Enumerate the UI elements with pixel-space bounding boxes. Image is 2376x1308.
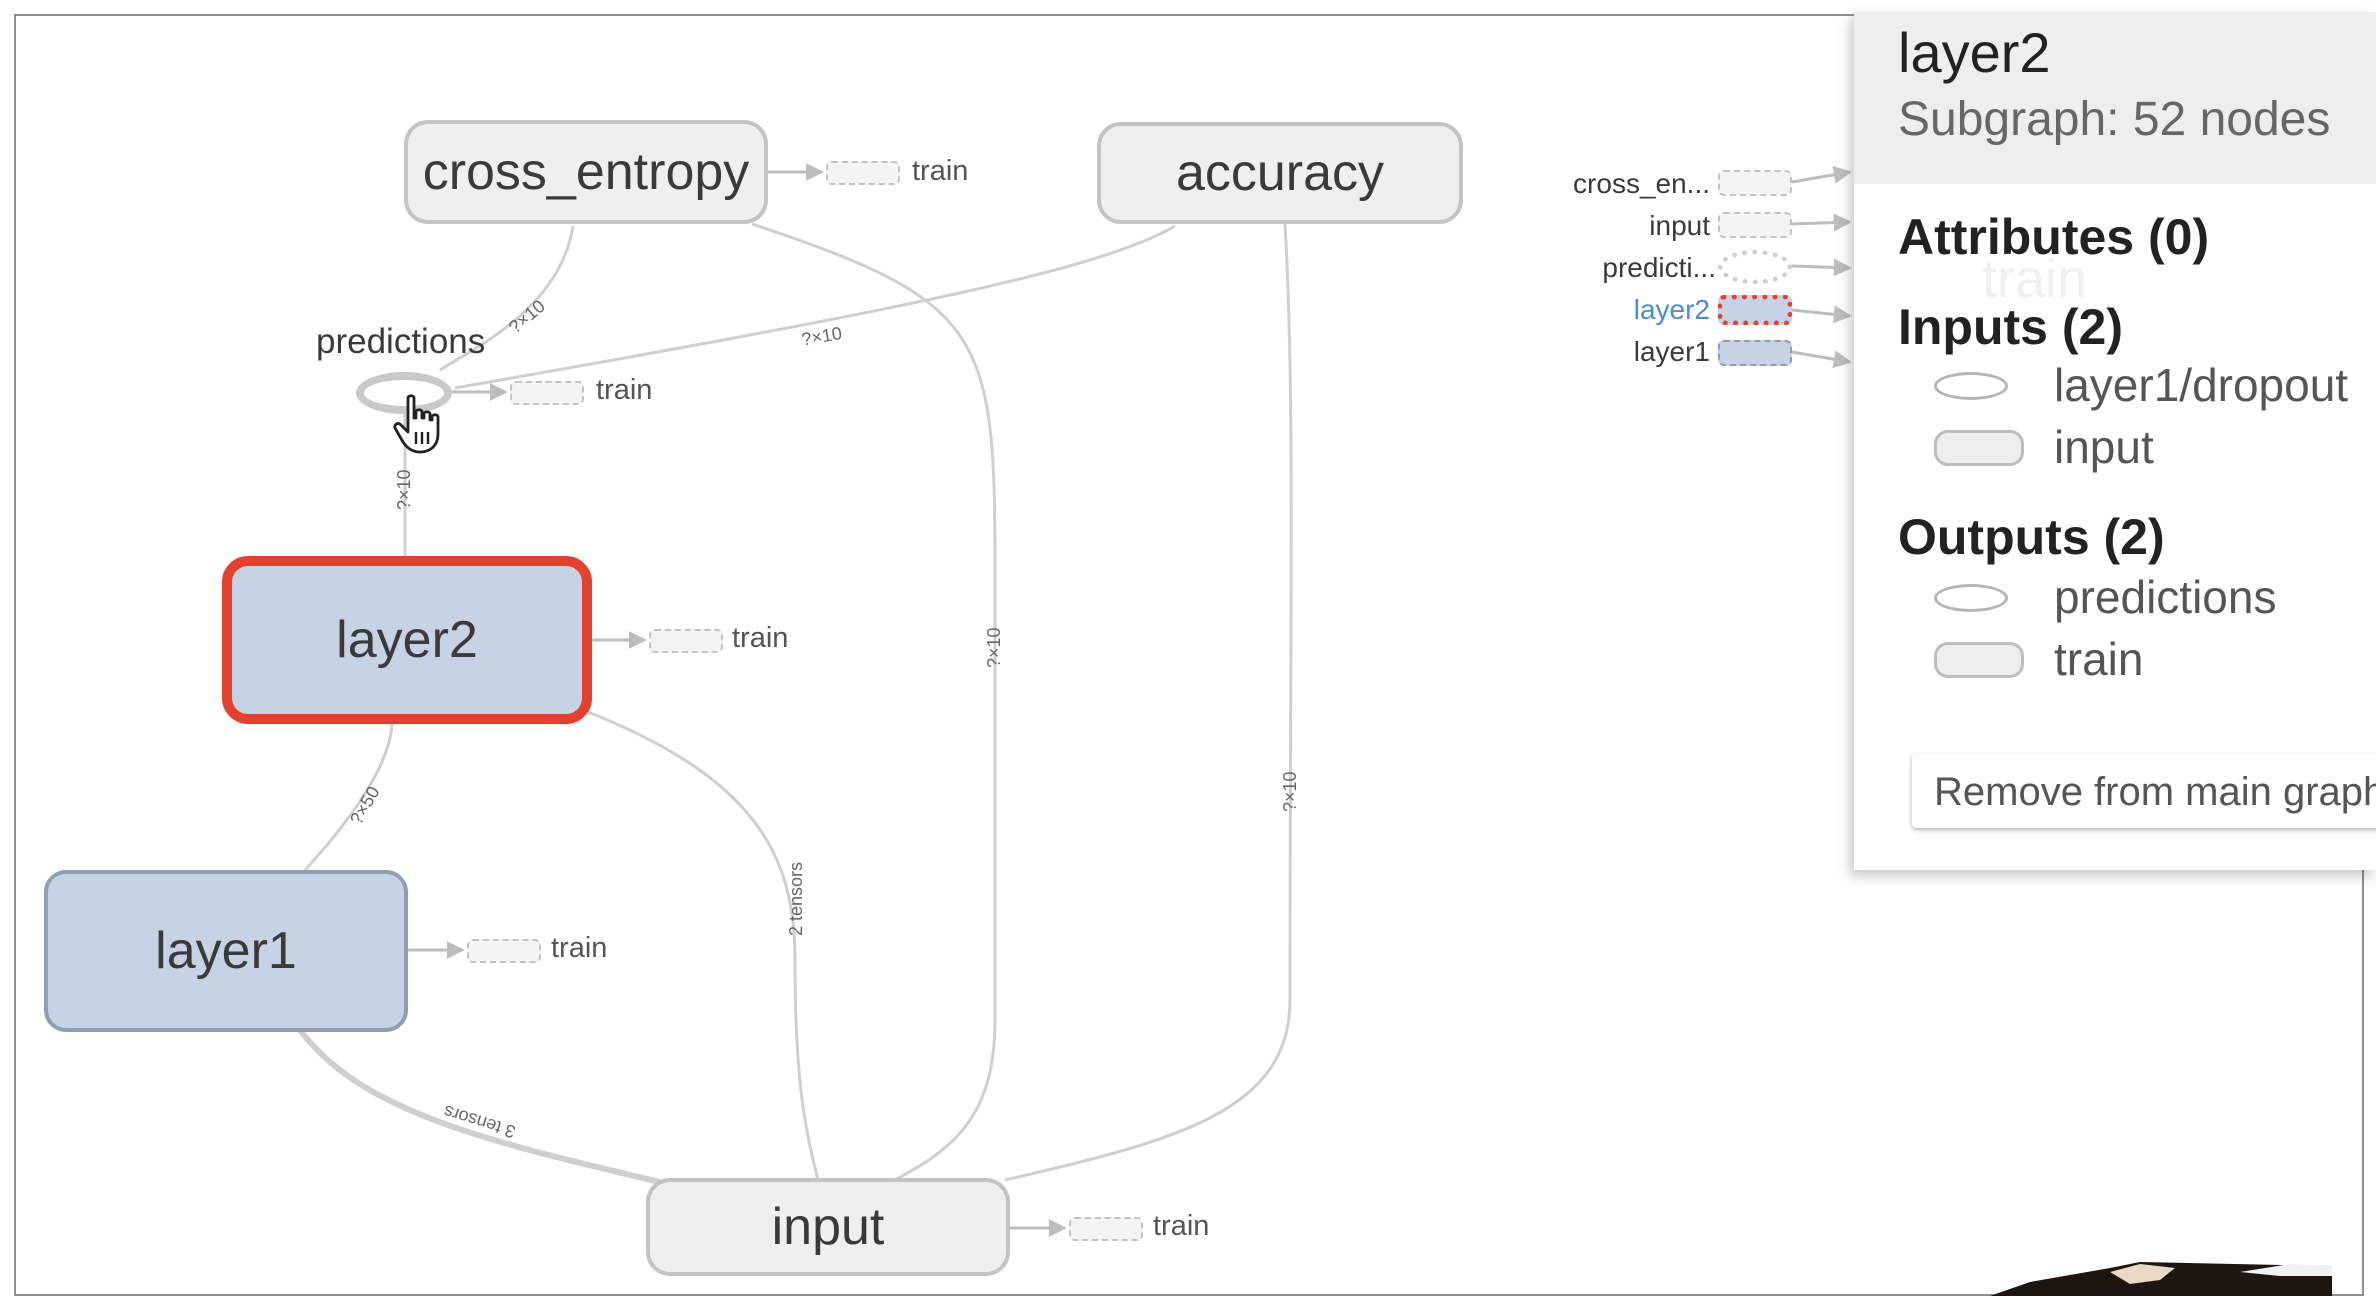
info-panel-header: layer2 Subgraph: 52 nodes <box>1854 12 2376 184</box>
outputs-title: Outputs (2) <box>1898 509 2165 565</box>
hand-pointer-icon <box>393 394 440 454</box>
train-chip-predictions[interactable] <box>510 381 584 405</box>
node-info-panel: layer2 Subgraph: 52 nodes train Attribut… <box>1854 12 2376 870</box>
train-chip-cross-entropy[interactable] <box>826 161 900 185</box>
attributes-title: Attributes (0) <box>1898 209 2210 265</box>
node-input[interactable]: input <box>646 1178 1010 1276</box>
series-chip-input[interactable] <box>1718 212 1792 238</box>
series-chip-layer1[interactable] <box>1718 340 1792 366</box>
webcam-thumbnail <box>1990 1262 2332 1296</box>
node-cross-entropy[interactable]: cross_entropy <box>404 120 768 224</box>
info-panel-subtitle: Subgraph: 52 nodes <box>1898 93 2331 146</box>
series-label-cross-entropy: cross_en... <box>1573 168 1710 199</box>
info-panel-ghost-text: train <box>1982 249 2088 309</box>
train-label-cross-entropy: train <box>912 155 969 187</box>
train-chip-layer1[interactable] <box>467 939 541 963</box>
edge-label-accuracy-input: ?×10 <box>1280 771 1300 812</box>
node-accuracy-label: accuracy <box>1175 144 1385 202</box>
output-item-train[interactable]: train <box>2054 633 2144 685</box>
inputs-title: Inputs (2) <box>1898 299 2123 355</box>
output-item-predictions[interactable]: predictions <box>2054 571 2277 623</box>
series-label-input: input <box>1649 210 1710 241</box>
node-layer2[interactable]: layer2 <box>222 556 592 724</box>
train-label-layer1: train <box>551 932 608 964</box>
train-chip-input[interactable] <box>1069 1217 1143 1241</box>
node-predictions[interactable] <box>356 372 452 414</box>
info-panel-title: layer2 <box>1898 21 2051 84</box>
series-label-predictions: predicti... <box>1602 252 1716 283</box>
node-input-label: input <box>771 1198 885 1256</box>
input-item-input[interactable]: input <box>2054 421 2154 473</box>
input-ellipse-icon <box>1934 372 2008 400</box>
series-chip-cross-entropy[interactable] <box>1718 170 1792 196</box>
node-layer2-label: layer2 <box>336 611 478 669</box>
train-label-input: train <box>1153 1210 1210 1242</box>
series-label-layer2: layer2 <box>1633 294 1710 325</box>
input-item-layer1-dropout[interactable]: layer1/dropout <box>2054 359 2349 411</box>
input-rect-icon <box>1934 430 2024 466</box>
node-predictions-label: predictions <box>316 322 486 361</box>
train-label-predictions: train <box>596 374 653 406</box>
remove-from-main-graph-button[interactable]: Remove from main graph <box>1912 754 2376 828</box>
train-label-layer2: train <box>732 622 789 654</box>
edge-label-cross-entropy-input: ?×10 <box>984 627 1004 668</box>
series-label-layer1: layer1 <box>1633 336 1710 367</box>
series-chip-layer2[interactable] <box>1718 295 1792 325</box>
edge-label-layer2-predictions: ?×10 <box>394 469 414 510</box>
output-ellipse-icon <box>1934 584 2008 612</box>
train-chip-layer2[interactable] <box>649 629 723 653</box>
node-cross-entropy-label: cross_entropy <box>422 143 750 201</box>
node-accuracy[interactable]: accuracy <box>1097 122 1463 224</box>
node-layer1[interactable]: layer1 <box>44 870 408 1032</box>
series-chip-predictions[interactable] <box>1718 250 1792 284</box>
node-layer1-label: layer1 <box>155 922 297 980</box>
edge-label-layer2-input: 2 tensors <box>786 861 806 936</box>
output-rect-icon <box>1934 642 2024 678</box>
